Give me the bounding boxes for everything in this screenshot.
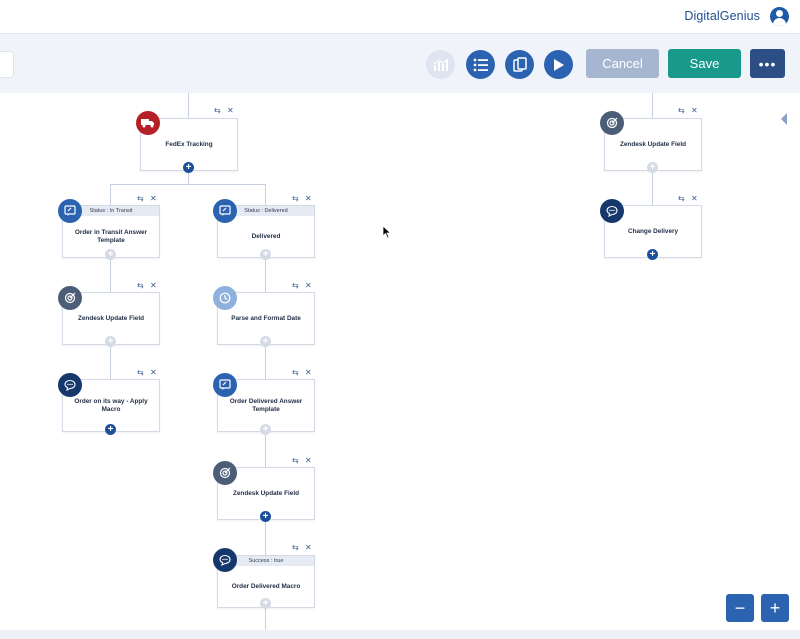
list-view-button[interactable] [466, 50, 495, 79]
close-icon[interactable]: ✕ [305, 194, 312, 203]
connector-line [652, 172, 653, 205]
flow-canvas[interactable] [0, 93, 800, 630]
zendesk-icon [600, 111, 624, 135]
swap-icon[interactable]: ⇆ [292, 368, 299, 377]
toolbar: Cancel Save ••• [0, 34, 800, 93]
swap-icon[interactable]: ⇆ [137, 194, 144, 203]
add-step-button[interactable]: + [260, 511, 271, 522]
chat-bubble-icon [58, 373, 82, 397]
close-icon[interactable]: ✕ [150, 194, 157, 203]
swap-icon[interactable]: ⇆ [292, 194, 299, 203]
swap-icon[interactable]: ⇆ [292, 543, 299, 552]
connector-line [265, 522, 266, 555]
save-button[interactable]: Save [668, 49, 741, 78]
collapse-panel-icon[interactable] [781, 113, 787, 125]
copy-button[interactable] [505, 50, 534, 79]
zoom-in-button[interactable]: + [761, 594, 789, 622]
connector-line [265, 435, 266, 467]
chat-bubble-icon [600, 199, 624, 223]
swap-icon[interactable]: ⇆ [678, 106, 685, 115]
node-label: Order Delivered Macro [231, 583, 301, 590]
analytics-icon [433, 58, 448, 71]
answer-template-icon [58, 199, 82, 223]
add-step-button[interactable]: + [260, 336, 271, 347]
zendesk-icon [58, 286, 82, 310]
run-button[interactable] [544, 50, 573, 79]
zendesk-icon [213, 461, 237, 485]
close-icon[interactable]: ✕ [150, 368, 157, 377]
node-label: Parse and Format Date [231, 314, 301, 322]
toolbar-left-panel[interactable] [0, 51, 14, 78]
node-label: Zendesk Update Field [232, 489, 300, 497]
answer-template-icon [213, 373, 237, 397]
swap-icon[interactable]: ⇆ [137, 281, 144, 290]
add-step-button[interactable]: + [260, 424, 271, 435]
add-step-button[interactable]: + [260, 598, 271, 609]
close-icon[interactable]: ✕ [305, 456, 312, 465]
add-step-button[interactable]: + [105, 424, 116, 435]
add-step-button[interactable]: + [105, 336, 116, 347]
clock-icon [213, 286, 237, 310]
truck-icon [136, 111, 160, 135]
answer-template-icon [213, 199, 237, 223]
connector-line [265, 608, 266, 630]
condition-tag: Status : In Transit [63, 206, 159, 216]
swap-icon[interactable]: ⇆ [678, 194, 685, 203]
close-icon[interactable]: ✕ [691, 194, 698, 203]
close-icon[interactable]: ✕ [227, 106, 234, 115]
add-step-button[interactable]: + [647, 249, 658, 260]
swap-icon[interactable]: ⇆ [137, 368, 144, 377]
node-label: Change Delivery [627, 227, 679, 235]
connector-line [110, 184, 111, 205]
connector-line [188, 172, 189, 184]
user-avatar-icon[interactable] [770, 7, 789, 26]
swap-icon[interactable]: ⇆ [214, 106, 221, 115]
connector-line [110, 260, 111, 292]
node-label: Order on its way - Apply Macro [74, 397, 148, 413]
list-icon [473, 58, 488, 71]
mouse-cursor-icon [382, 225, 392, 239]
copy-icon [512, 57, 527, 72]
add-step-button[interactable]: + [183, 162, 194, 173]
chat-bubble-icon [213, 548, 237, 572]
swap-icon[interactable]: ⇆ [292, 281, 299, 290]
connector-line [110, 184, 266, 185]
brand-name: DigitalGenius [684, 9, 760, 23]
node-label: Zendesk Update Field [77, 314, 145, 322]
condition-tag: Status : Delivered [218, 206, 314, 216]
connector-line [265, 260, 266, 292]
node-label: Zendesk Update Field [619, 140, 687, 148]
swap-icon[interactable]: ⇆ [292, 456, 299, 465]
node-label: Order Delivered Answer Template [229, 397, 303, 413]
connector-line [188, 93, 189, 118]
cancel-button[interactable]: Cancel [586, 49, 659, 78]
zoom-out-button[interactable]: − [726, 594, 754, 622]
add-step-button[interactable]: + [260, 249, 271, 260]
connector-line [652, 93, 653, 118]
node-label: Delivered [251, 233, 281, 240]
close-icon[interactable]: ✕ [691, 106, 698, 115]
node-label: Order in Transit Answer Template [74, 229, 148, 244]
analytics-button[interactable] [426, 50, 455, 79]
connector-line [265, 347, 266, 379]
top-bar: DigitalGenius [0, 0, 800, 34]
close-icon[interactable]: ✕ [150, 281, 157, 290]
close-icon[interactable]: ✕ [305, 281, 312, 290]
close-icon[interactable]: ✕ [305, 543, 312, 552]
add-step-button[interactable]: + [105, 249, 116, 260]
more-options-button[interactable]: ••• [750, 49, 785, 78]
node-label: FedEx Tracking [165, 140, 213, 148]
play-icon [554, 58, 564, 71]
close-icon[interactable]: ✕ [305, 368, 312, 377]
add-step-button[interactable]: + [647, 162, 658, 173]
connector-line [265, 184, 266, 205]
connector-line [110, 347, 111, 379]
condition-tag: Success : true [218, 556, 314, 566]
bottom-bar [0, 630, 800, 639]
